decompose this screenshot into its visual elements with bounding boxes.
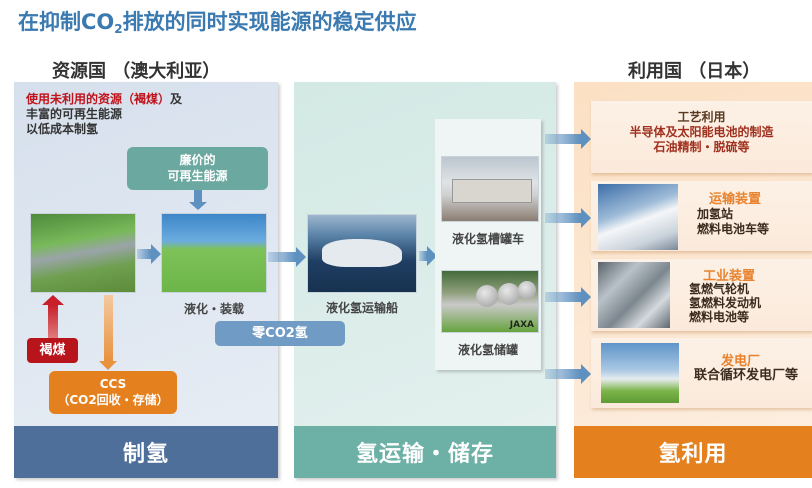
page-title: 在抑制CO2排放的同时实现能源的稳定供应 bbox=[18, 6, 417, 36]
liquefy-caption: 液化・装载 bbox=[183, 302, 244, 316]
ship-caption: 液化氢运输船 bbox=[325, 301, 398, 315]
arrow-right-icon bbox=[545, 364, 591, 384]
jaxa-watermark: JAXA bbox=[509, 320, 534, 330]
description-and: 及 bbox=[170, 92, 183, 106]
arrow-up-icon bbox=[42, 295, 64, 338]
hydrogen-station-image bbox=[598, 184, 678, 250]
arrow-down-icon bbox=[189, 190, 207, 210]
use-card-title: 工艺利用 bbox=[677, 110, 726, 124]
title-prefix: 在抑制CO bbox=[18, 10, 115, 34]
use-card-transport: 运输装置 加氢站 燃料电池车等 bbox=[591, 181, 812, 251]
renewable-line-2: 可再生能源 bbox=[167, 169, 228, 183]
gas-turbine-image bbox=[598, 262, 670, 328]
use-card-title: 运输装置 bbox=[709, 192, 762, 207]
use-card-line: 氢燃气轮机 bbox=[689, 282, 750, 296]
ccs-subtitle: （CO2回收・存储） bbox=[57, 393, 169, 407]
storage-tank-image: JAXA bbox=[441, 270, 539, 333]
utilization-stage-bar: 氢利用 bbox=[574, 426, 812, 478]
use-card-line: 半导体及太阳能电池的制造 bbox=[629, 125, 774, 139]
use-card-lines: 加氢站 燃料电池车等 bbox=[697, 207, 769, 237]
production-description: 使用未利用的资源（褐煤）及 丰富的可再生能源 以低成本制氢 bbox=[26, 92, 182, 137]
tank-truck-image bbox=[441, 156, 539, 222]
use-card-industrial: 工业装置 氢燃气轮机 氢燃料发动机 燃料电池等 bbox=[591, 259, 812, 331]
use-card-lines: 氢燃气轮机 氢燃料发动机 燃料电池等 bbox=[689, 282, 761, 324]
truck-caption: 液化氢槽罐车 bbox=[451, 232, 524, 246]
power-station-image bbox=[601, 343, 679, 403]
tank-sphere-icon bbox=[498, 283, 520, 305]
use-card-line: 石油精制・脱硫等 bbox=[653, 140, 750, 154]
arrow-right-icon bbox=[545, 287, 591, 307]
use-card-line: 燃料电池等 bbox=[689, 310, 750, 324]
power-plant-image bbox=[30, 213, 136, 293]
use-card-title: 发电厂 bbox=[721, 354, 761, 369]
arrow-right-icon bbox=[419, 246, 437, 266]
tank-sphere-icon bbox=[476, 285, 498, 307]
tank-sphere-icon bbox=[518, 281, 536, 299]
renewable-line-1: 廉价的 bbox=[179, 153, 216, 167]
use-card-process: 工艺利用 半导体及太阳能电池的制造 石油精制・脱硫等 bbox=[591, 101, 812, 173]
tank-caption: 液化氢储罐 bbox=[457, 343, 518, 357]
transport-stage-bar: 氢运输・储存 bbox=[294, 426, 556, 478]
lignite-badge: 褐煤 bbox=[27, 338, 78, 363]
arrow-right-icon bbox=[137, 244, 161, 264]
source-country-label: 资源国 （澳大利亚） bbox=[52, 61, 221, 82]
consumer-country-label: 利用国 （日本） bbox=[628, 61, 761, 82]
production-stage-bar: 制氢 bbox=[14, 426, 278, 478]
description-line-3: 以低成本制氢 bbox=[26, 122, 99, 136]
arrow-right-icon bbox=[545, 129, 591, 149]
ccs-badge: CCS （CO2回收・存储） bbox=[49, 371, 177, 414]
use-card-line: 氢燃料发动机 bbox=[689, 296, 762, 310]
arrow-right-icon bbox=[268, 247, 306, 267]
liquefaction-plant-image bbox=[161, 213, 267, 293]
title-suffix: 排放的同时实现能源的稳定供应 bbox=[122, 10, 417, 34]
hydrogen-ship-image bbox=[307, 214, 417, 293]
renewable-energy-badge: 廉价的 可再生能源 bbox=[127, 147, 268, 190]
description-line-2: 丰富的可再生能源 bbox=[26, 107, 123, 121]
title-subscript: 2 bbox=[114, 22, 123, 36]
use-card-power-plant: 发电厂 联合循环发电厂等 bbox=[591, 338, 812, 408]
description-highlight: 使用未利用的资源（褐煤） bbox=[26, 92, 171, 106]
use-card-title: 工业装置 bbox=[703, 269, 756, 284]
arrow-right-icon bbox=[545, 208, 591, 228]
use-card-line: 联合循环发电厂等 bbox=[694, 368, 799, 383]
use-card-line: 加氢站 bbox=[697, 207, 734, 221]
arrow-down-icon bbox=[99, 295, 117, 370]
use-card-line: 燃料电池车等 bbox=[697, 222, 770, 236]
ccs-title: CCS bbox=[99, 377, 127, 391]
zero-co2-hydrogen-badge: 零CO2氢 bbox=[215, 321, 345, 346]
